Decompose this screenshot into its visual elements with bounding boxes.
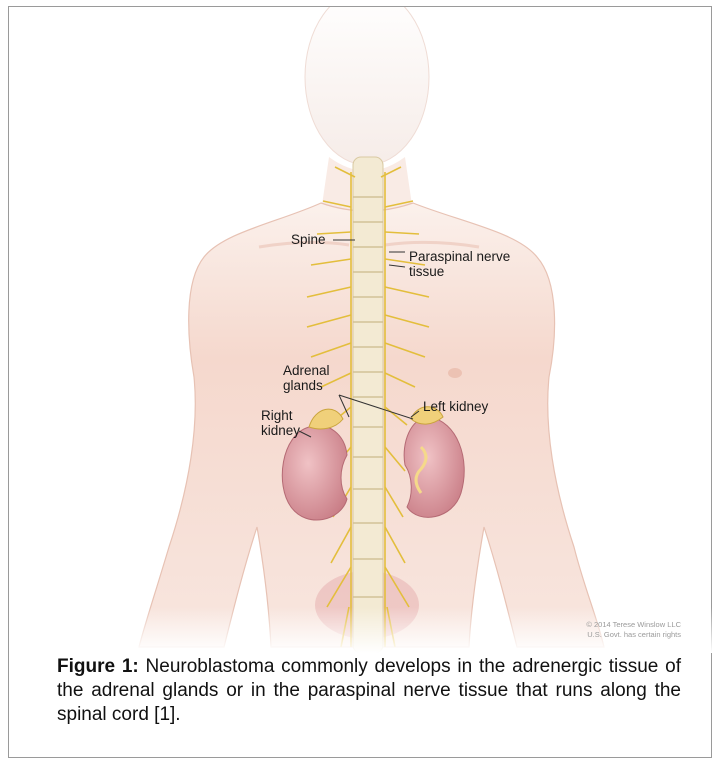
copyright-line1: © 2014 Terese Winslow LLC <box>586 620 681 629</box>
label-right-kidney-line1: Right <box>261 408 293 423</box>
label-adrenal-line2: glands <box>283 378 323 393</box>
copyright-notice: © 2014 Terese Winslow LLC U.S. Govt. has… <box>586 620 681 639</box>
caption-lead: Figure 1: <box>57 656 139 677</box>
copyright-line2: U.S. Govt. has certain rights <box>587 630 681 639</box>
label-paraspinal-line1: Paraspinal nerve <box>409 249 510 264</box>
label-spine: Spine <box>291 232 326 247</box>
figure-frame: Spine Paraspinal nerve tissue Adrenal gl… <box>8 6 712 758</box>
label-paraspinal-line2: tissue <box>409 264 444 279</box>
spine-column <box>353 157 383 653</box>
label-right-kidney-line2: kidney <box>261 423 300 438</box>
label-adrenal-line1: Adrenal <box>283 363 330 378</box>
right-kidney <box>282 426 347 520</box>
caption-text: Neuroblastoma commonly develops in the a… <box>57 656 681 725</box>
label-left-kidney: Left kidney <box>423 399 489 414</box>
anatomy-illustration: Spine Paraspinal nerve tissue Adrenal gl… <box>9 7 713 653</box>
figure-caption: Figure 1: Neuroblastoma commonly develop… <box>57 655 681 727</box>
